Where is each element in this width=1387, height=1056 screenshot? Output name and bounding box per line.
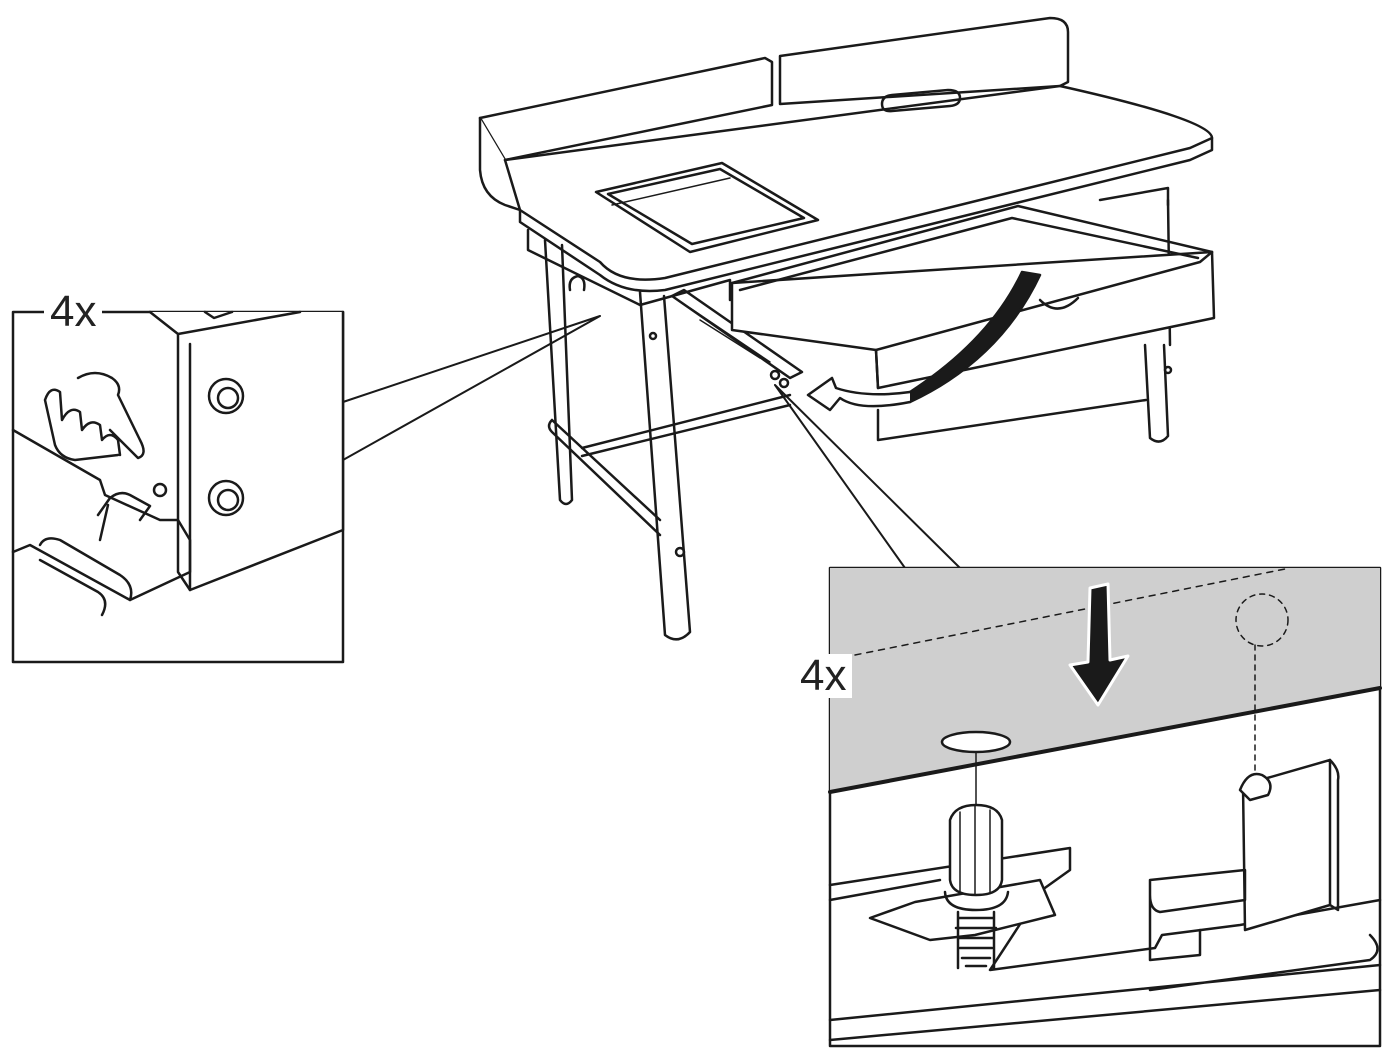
clip-arm [1150, 870, 1245, 960]
pin-base [945, 892, 1008, 910]
drawer-inner-back [740, 218, 1198, 290]
rail-profile [13, 430, 190, 600]
rail-inner [40, 538, 131, 615]
drawer-side [732, 206, 1212, 283]
drawer-bottom-edge [878, 400, 1146, 440]
leader-right [775, 385, 960, 568]
dowel-hole [942, 732, 1010, 752]
tray-inner [608, 169, 804, 244]
clip-hook [1240, 774, 1270, 800]
desk-side-upstand [480, 118, 520, 210]
panel-block-notch [205, 312, 232, 318]
desk-back-panel-right [780, 18, 1068, 104]
drawer-front-rim [876, 252, 1212, 388]
pin-ribs [960, 806, 990, 895]
quantity-label-left: 4x [44, 290, 103, 334]
runner-stop-1 [771, 371, 779, 379]
panel-block-top [178, 312, 300, 334]
cam-hole-1-inner [218, 388, 238, 408]
drawer-right-wall [1100, 188, 1168, 205]
quantity-label-right: 4x [794, 654, 853, 698]
drawer-runner [672, 290, 802, 378]
runner-lines [690, 308, 770, 362]
threaded-pin [950, 805, 1002, 895]
desk-illustration [480, 18, 1214, 639]
tray-inner-line [612, 178, 730, 205]
pointing-hand-icon [45, 373, 144, 460]
cam-hole-2-inner [218, 490, 238, 510]
runner-stop-2 [780, 379, 788, 387]
leader-left [343, 316, 600, 460]
detail-box-left [13, 312, 343, 662]
desk-leg-front-left [545, 240, 572, 504]
desk-stretcher-rear [582, 395, 790, 456]
cam-hole-1 [209, 379, 243, 413]
leg-bolt-3 [1165, 367, 1171, 373]
detail-box-right [830, 568, 1380, 1046]
down-arrow-icon [1070, 584, 1128, 705]
drawer-box [732, 188, 1214, 440]
rail-clip [98, 493, 150, 540]
screw-thread [956, 912, 996, 968]
gray-panel-dashed [855, 568, 1290, 655]
leg-bolt-2 [650, 333, 656, 339]
drawer-handle-notch [1040, 298, 1078, 309]
desk-leg-front-middle [640, 292, 690, 639]
rail-pin-hole [154, 484, 166, 496]
drawer-insert-arrow-tip [808, 378, 910, 410]
runner-bottom [830, 935, 1380, 1040]
cable-slot [882, 90, 960, 111]
callout-leaders [343, 316, 960, 568]
leg-bolt-1 [676, 548, 684, 556]
panel-block [150, 312, 343, 590]
desk-leg-back-right [1145, 345, 1168, 442]
bag-hook [570, 276, 585, 290]
desk-top-edge [520, 138, 1212, 291]
desk-stretcher [549, 420, 660, 535]
target-hole-dashed [1236, 594, 1288, 646]
drawer-insert-arrow [910, 272, 1040, 402]
cam-hole-2 [209, 481, 243, 515]
desk-back-panel-left [480, 58, 772, 160]
gray-panel-edge [830, 688, 1380, 792]
drawer-clip-side [1330, 760, 1338, 910]
